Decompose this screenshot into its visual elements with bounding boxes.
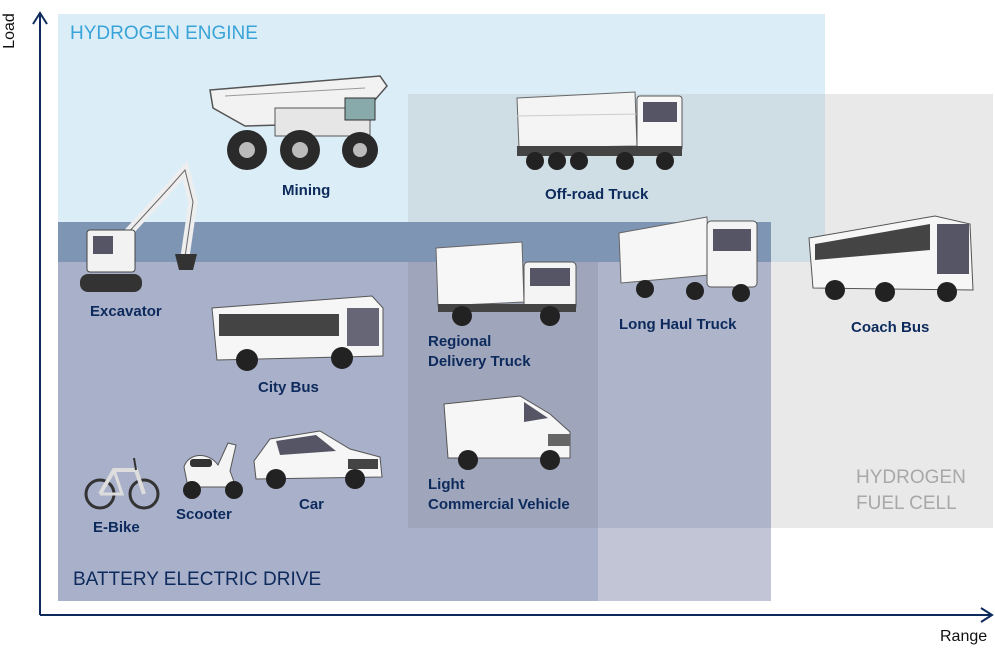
x-axis-label: Range [940, 628, 988, 645]
fuel-cell-region [825, 94, 993, 528]
city-bus-label: City Bus [258, 379, 319, 396]
coach-bus-label: Coach Bus [851, 319, 930, 336]
long-haul-truck-icon [618, 216, 758, 302]
regional-truck-label-line2: Delivery Truck [428, 353, 531, 370]
regional-truck-label-line1: Regional [428, 333, 492, 350]
regional-delivery-truck-icon [435, 241, 577, 326]
light-commercial-label-line1: Light [428, 476, 465, 493]
scooter-icon [183, 442, 243, 499]
coach-bus-icon [808, 215, 974, 302]
battery-lower-right-region [408, 528, 598, 601]
y-axis-label: Load [0, 13, 18, 49]
y-axis-arrow [32, 11, 48, 25]
fuel-cell-lower-region [771, 262, 825, 528]
car-label: Car [299, 496, 325, 513]
offroad-truck-icon [516, 91, 683, 170]
long-haul-truck-label: Long Haul Truck [619, 316, 737, 333]
ebike-icon [84, 457, 160, 510]
fuel-cell-title-line1: HYDROGEN [856, 467, 966, 488]
fuel-cell-title-line2: FUEL CELL [856, 493, 957, 514]
car-icon [253, 430, 383, 489]
excavator-icon [80, 160, 198, 292]
hydrogen-engine-title: HYDROGEN ENGINE [70, 23, 258, 44]
ebike-label: E-Bike [93, 519, 140, 536]
light-commercial-vehicle-icon [443, 395, 571, 470]
scooter-label: Scooter [176, 506, 232, 523]
x-axis-arrow [980, 607, 994, 623]
mining-label: Mining [282, 182, 331, 199]
light-commercial-label-line2: Commercial Vehicle [428, 496, 570, 513]
battery-electric-title: BATTERY ELECTRIC DRIVE [73, 569, 322, 590]
battery-lower-light-region [598, 528, 771, 601]
excavator-label: Excavator [90, 303, 162, 320]
battery-fuelcell-right-region [598, 262, 771, 528]
mining-truck-icon [209, 75, 388, 170]
city-bus-icon [211, 295, 384, 371]
offroad-truck-label: Off-road Truck [545, 186, 649, 203]
